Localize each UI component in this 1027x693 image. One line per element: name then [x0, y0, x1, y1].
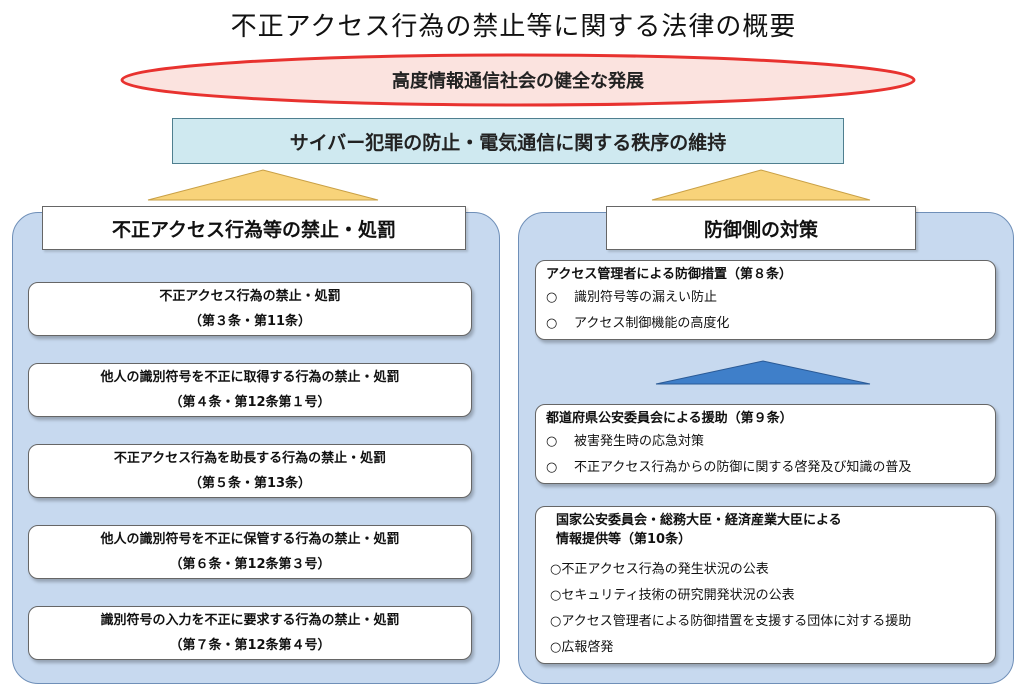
- cyber-goal-box: サイバー犯罪の防止・電気通信に関する秩序の維持: [172, 118, 844, 164]
- page-title: 不正アクセス行為の禁止等に関する法律の概要: [230, 12, 797, 42]
- left-up-arrow: [147, 169, 379, 201]
- right-box-3-title-line2: 情報提供等（第10条）: [556, 532, 692, 547]
- right-panel-heading: 防御側の対策: [606, 206, 916, 250]
- left-box-1: 不正アクセス行為の禁止・処罰 （第３条・第11条）: [28, 282, 472, 336]
- blue-up-arrow: [655, 360, 871, 385]
- list-item: ○識別符号等の漏えい防止: [546, 290, 718, 305]
- top-goal-text: 高度情報通信社会の健全な発展: [392, 71, 644, 92]
- right-up-arrow: [651, 169, 871, 201]
- list-item: ○アクセス制御機能の高度化: [546, 316, 730, 331]
- list-item: ○不正アクセス行為の発生状況の公表: [550, 562, 769, 577]
- list-item: ○広報啓発: [550, 640, 614, 655]
- left-box-3: 不正アクセス行為を助長する行為の禁止・処罰 （第５条・第13条）: [28, 444, 472, 498]
- right-box-national: 国家公安委員会・総務大臣・経済産業大臣による 情報提供等（第10条） ○不正アク…: [535, 506, 996, 664]
- list-item: ○不正アクセス行為からの防御に関する啓発及び知識の普及: [546, 460, 912, 475]
- right-box-3-title-line1: 国家公安委員会・総務大臣・経済産業大臣による: [556, 513, 842, 528]
- left-panel-heading: 不正アクセス行為等の禁止・処罰: [42, 206, 466, 250]
- cyber-goal-text: サイバー犯罪の防止・電気通信に関する秩序の維持: [289, 131, 727, 154]
- right-box-1-title: アクセス管理者による防御措置（第８条）: [546, 267, 792, 282]
- left-box-2: 他人の識別符号を不正に取得する行為の禁止・処罰 （第４条・第12条第１号）: [28, 363, 472, 417]
- list-item: ○アクセス管理者による防御措置を支援する団体に対する援助: [550, 614, 912, 629]
- right-box-access-admin: アクセス管理者による防御措置（第８条） ○識別符号等の漏えい防止 ○アクセス制御…: [535, 260, 996, 340]
- right-box-2-title: 都道府県公安委員会による援助（第９条）: [546, 411, 793, 426]
- list-item: ○被害発生時の応急対策: [546, 434, 705, 449]
- top-goal-ellipse: [120, 53, 916, 107]
- left-box-5: 識別符号の入力を不正に要求する行為の禁止・処罰 （第７条・第12条第４号）: [28, 606, 472, 660]
- list-item: ○セキュリティ技術の研究開発状況の公表: [550, 588, 795, 603]
- left-box-4: 他人の識別符号を不正に保管する行為の禁止・処罰 （第６条・第12条第３号）: [28, 525, 472, 579]
- right-box-prefectural: 都道府県公安委員会による援助（第９条） ○被害発生時の応急対策 ○不正アクセス行…: [535, 404, 996, 484]
